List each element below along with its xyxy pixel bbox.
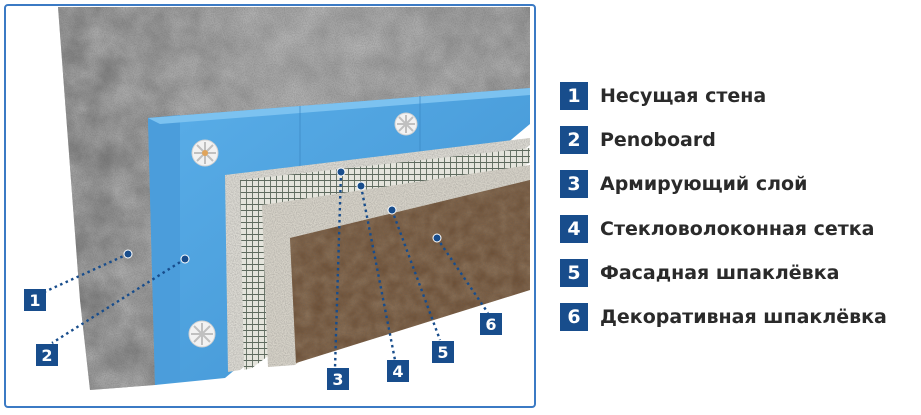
callout-badge-3: 3	[327, 368, 349, 390]
callout-leaders	[41, 171, 489, 369]
callout-badge-5: 5	[432, 341, 454, 363]
legend-label: Декоративная шпаклёвка	[600, 306, 887, 329]
legend-item-load-bearing-wall: 1 Несущая стена	[560, 80, 915, 111]
layer-decorative-putty	[290, 180, 530, 363]
legend-number-badge: 6	[560, 303, 588, 332]
legend-label: Penoboard	[600, 128, 716, 151]
legend-number-badge: 5	[560, 259, 588, 288]
callout-dots	[123, 167, 442, 264]
callout-badge-4: 4	[387, 360, 409, 382]
dowel-icon	[188, 320, 216, 348]
legend-number-badge: 2	[560, 125, 588, 154]
legend-number-badge: 3	[560, 170, 588, 199]
legend-label: Фасадная шпаклёвка	[600, 262, 840, 285]
legend: 1 Несущая стена 2 Penoboard 3 Армирующий…	[560, 80, 915, 346]
callout-number: 4	[392, 362, 403, 381]
legend-label: Армирующий слой	[600, 173, 808, 196]
callout-number: 6	[485, 315, 496, 334]
callout-number: 3	[332, 370, 343, 389]
dowel-icon	[191, 139, 219, 167]
callout-number: 5	[437, 343, 448, 362]
callout-number: 1	[29, 291, 40, 310]
legend-item-reinforcing-layer: 3 Армирующий слой	[560, 169, 915, 200]
callout-number: 2	[41, 346, 52, 365]
legend-item-facade-putty: 5 Фасадная шпаклёвка	[560, 258, 915, 289]
legend-number-badge: 4	[560, 214, 588, 243]
callout-badge-2: 2	[36, 344, 58, 366]
legend-number-badge: 1	[560, 81, 588, 110]
dowel-icon	[394, 112, 418, 136]
diagram-frame	[4, 4, 536, 408]
legend-item-decorative-putty: 6 Декоративная шпаклёвка	[560, 302, 915, 333]
callout-badge-6: 6	[480, 313, 502, 335]
legend-item-penoboard: 2 Penoboard	[560, 124, 915, 155]
callout-badge-1: 1	[24, 289, 46, 311]
legend-item-fiberglass-mesh: 4 Стекловолоконная сетка	[560, 213, 915, 244]
legend-label: Стекловолоконная сетка	[600, 217, 875, 240]
legend-label: Несущая стена	[600, 84, 767, 107]
